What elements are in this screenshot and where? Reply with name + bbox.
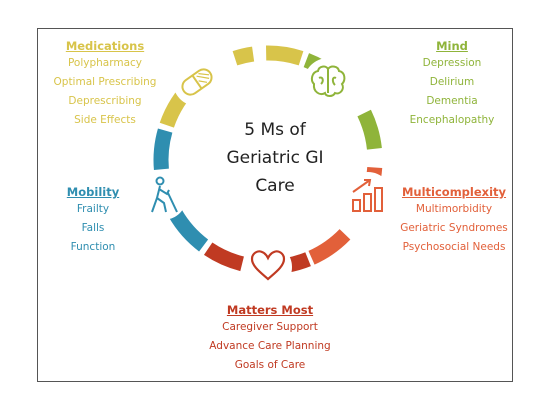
matters-most-item: Goals of Care xyxy=(234,359,306,371)
mobility-heading: Mobility xyxy=(66,185,120,199)
medications-item: Side Effects xyxy=(74,114,136,126)
mind-item: Encephalopathy xyxy=(409,114,495,126)
center-title-line-2: Geriatric GI xyxy=(226,148,324,168)
mobility-item: Frailty xyxy=(76,203,110,215)
multicomplexity-block: Multicomplexity Multimorbidity Geriatric… xyxy=(398,184,510,257)
matters-most-block: Matters Most Caregiver Support Advance C… xyxy=(195,302,345,375)
multicomplexity-item: Psychosocial Needs xyxy=(402,241,506,253)
multicomplexity-item: Geriatric Syndromes xyxy=(400,222,508,234)
multicomplexity-icon-bubble xyxy=(344,172,392,220)
multicomplexity-heading: Multicomplexity xyxy=(401,185,507,199)
mobility-ring-segment xyxy=(153,128,173,170)
matters-most-item: Advance Care Planning xyxy=(209,340,331,352)
heart-icon xyxy=(250,250,286,281)
matters-most-item: Caregiver Support xyxy=(222,321,318,333)
medications-item: Polypharmacy xyxy=(67,57,143,69)
mobility-item: Falls xyxy=(81,222,105,234)
multicomplexity-item: Multimorbidity xyxy=(415,203,493,215)
pill-icon xyxy=(181,68,213,96)
center-title-line-1: 5 Ms of xyxy=(244,120,306,140)
mobility-ring-segment xyxy=(168,209,209,252)
walking-cane-person-icon xyxy=(151,176,178,213)
matters-most-icon-bubble xyxy=(244,243,292,291)
mind-item: Dementia xyxy=(426,95,478,107)
center-title-line-3: Care xyxy=(255,176,295,196)
medications-ring-segment xyxy=(232,46,255,66)
brain-icon xyxy=(310,65,346,97)
figure-frame xyxy=(37,28,513,382)
mind-heading: Mind xyxy=(436,39,468,53)
mind-item: Delirium xyxy=(429,76,475,88)
mobility-block: Mobility Frailty Falls Function xyxy=(58,184,128,257)
multicomplexity-ring-segment xyxy=(308,228,351,265)
center-title: 5 Ms of Geriatric GI Care xyxy=(200,116,350,200)
medications-item: Optimal Prescribing xyxy=(53,76,157,88)
mind-block: Mind Depression Delirium Dementia Enceph… xyxy=(392,38,512,130)
matters-most-ring-segment xyxy=(203,242,245,272)
medications-ring-segment xyxy=(266,45,304,66)
matters-most-heading: Matters Most xyxy=(226,303,314,317)
mind-item: Depression xyxy=(422,57,482,69)
medications-heading: Medications xyxy=(65,39,145,53)
rising-bar-chart-icon xyxy=(352,179,383,212)
medications-block: Medications Polypharmacy Optimal Prescri… xyxy=(40,38,170,130)
mind-ring-segment xyxy=(357,109,382,150)
mobility-item: Function xyxy=(70,241,116,253)
medications-item: Deprescribing xyxy=(68,95,142,107)
